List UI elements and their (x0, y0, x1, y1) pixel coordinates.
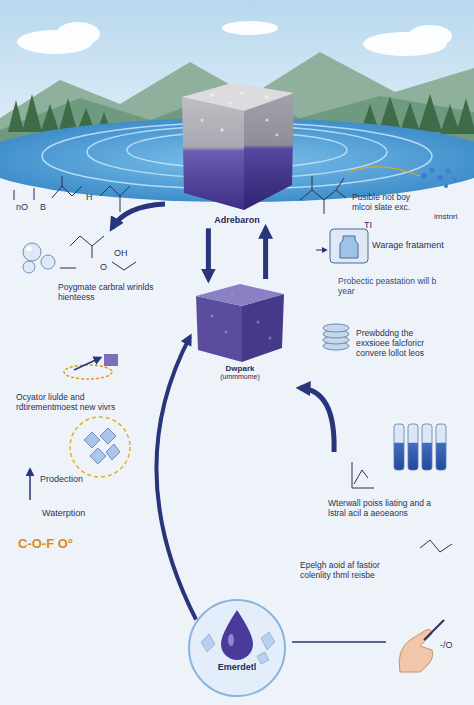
note-label: nO (16, 202, 28, 213)
node-subtitle: (ummmome) (192, 373, 288, 381)
note-label: O (100, 262, 107, 273)
note-label: Pusible not boy mlcoi slate exc. (352, 192, 432, 212)
note-label: OH (114, 248, 128, 259)
note-label: Prewbddng the exxsioee falcforicr conver… (356, 328, 448, 359)
note-label: -/O (440, 640, 453, 651)
note-label: Waterption (42, 508, 85, 519)
note-label: Wterwall poiss liating and a lstral acil… (328, 498, 444, 518)
note-label: H (86, 192, 93, 203)
note-label: Epelgh aoid af fastior colenlity thml re… (300, 560, 412, 580)
note-label: Prodection (40, 474, 83, 485)
note-label: Probectic peastation will b year (338, 276, 438, 296)
droplet-circle: Emerdetl (187, 598, 287, 698)
node-title: Adrebaron (172, 215, 302, 225)
porous-cube: Adrebaron (172, 75, 302, 225)
note-label: B (40, 202, 46, 213)
note-label: Poygmate carbral wrinlds hienteess (58, 282, 158, 302)
node-title: Dwpark (192, 364, 288, 373)
adsorbent-cube: Dwpark(ummmome) (192, 282, 288, 381)
flow-arrow (156, 337, 196, 620)
note-label: C-O-F O° (18, 536, 73, 552)
node-title: Emerdetl (187, 662, 287, 672)
note-label: Warage fratament (372, 240, 454, 251)
note-label: Ocyator liulde and rdtirementmoest new v… (16, 392, 144, 412)
note-label: imstnri (434, 212, 458, 222)
flow-arrow (206, 228, 211, 279)
flow-arrow (263, 228, 268, 279)
note-label: TI (364, 220, 372, 231)
